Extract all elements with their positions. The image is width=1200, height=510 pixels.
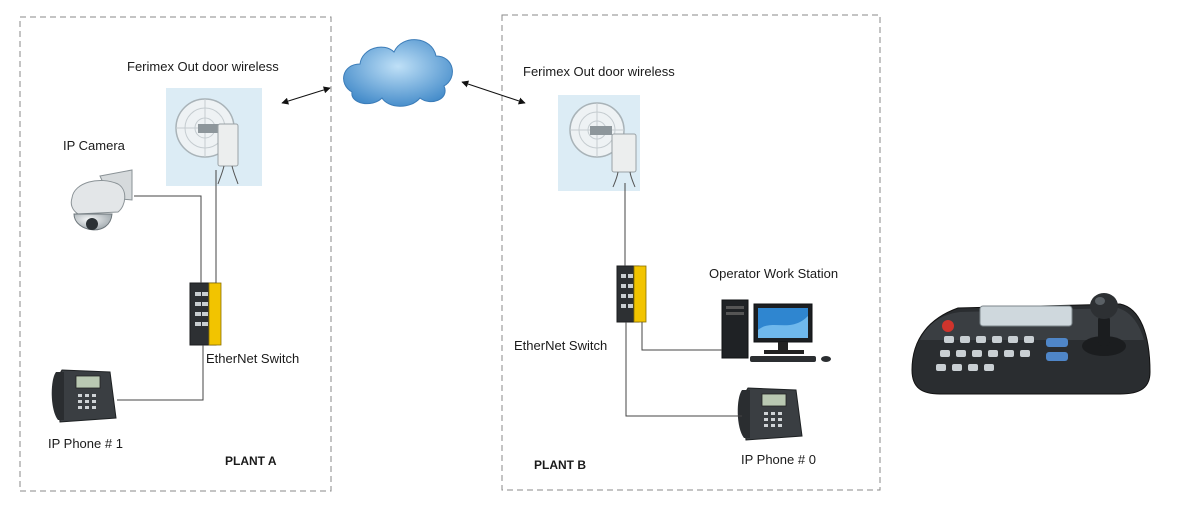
wireless-link-a-arrow bbox=[281, 86, 331, 105]
plant-a-boundary bbox=[19, 16, 332, 492]
plant-b-title: PLANT B bbox=[534, 458, 586, 472]
plant-b-phone-label: IP Phone # 0 bbox=[741, 452, 816, 467]
switch-to-phone-cable bbox=[117, 345, 204, 401]
workstation-label: Operator Work Station bbox=[709, 266, 839, 281]
ethernet-switch-icon bbox=[189, 282, 222, 346]
ptz-keyboard-controller-icon bbox=[911, 293, 1151, 395]
cloud-icon bbox=[343, 39, 453, 107]
ethernet-switch-icon bbox=[616, 265, 647, 323]
plant-a-phone-label: IP Phone # 1 bbox=[48, 436, 123, 451]
switch-to-phone-cable bbox=[625, 322, 742, 417]
ip-phone-icon bbox=[737, 387, 803, 441]
wireless-link-b-arrow bbox=[461, 80, 526, 105]
wireless-antenna-icon bbox=[166, 88, 262, 186]
plant-a-title: PLANT A bbox=[225, 454, 277, 468]
ip-phone-icon bbox=[51, 369, 117, 423]
plant-b-boundary bbox=[501, 14, 881, 491]
plant-b-switch-label: EtherNet Switch bbox=[514, 338, 608, 353]
plant-a-switch-label: EtherNet Switch bbox=[206, 351, 300, 366]
plant-a-wireless-label: Ferimex Out door wireless bbox=[127, 59, 279, 74]
switch-to-workstation-cable bbox=[641, 322, 722, 351]
wireless-antenna-icon bbox=[558, 95, 640, 191]
ip-camera-icon bbox=[70, 169, 133, 231]
camera-to-switch-cable bbox=[134, 195, 202, 283]
workstation-icon bbox=[721, 299, 831, 362]
plant-b-wireless-label: Ferimex Out door wireless bbox=[523, 64, 675, 79]
ip-camera-label: IP Camera bbox=[63, 138, 125, 153]
